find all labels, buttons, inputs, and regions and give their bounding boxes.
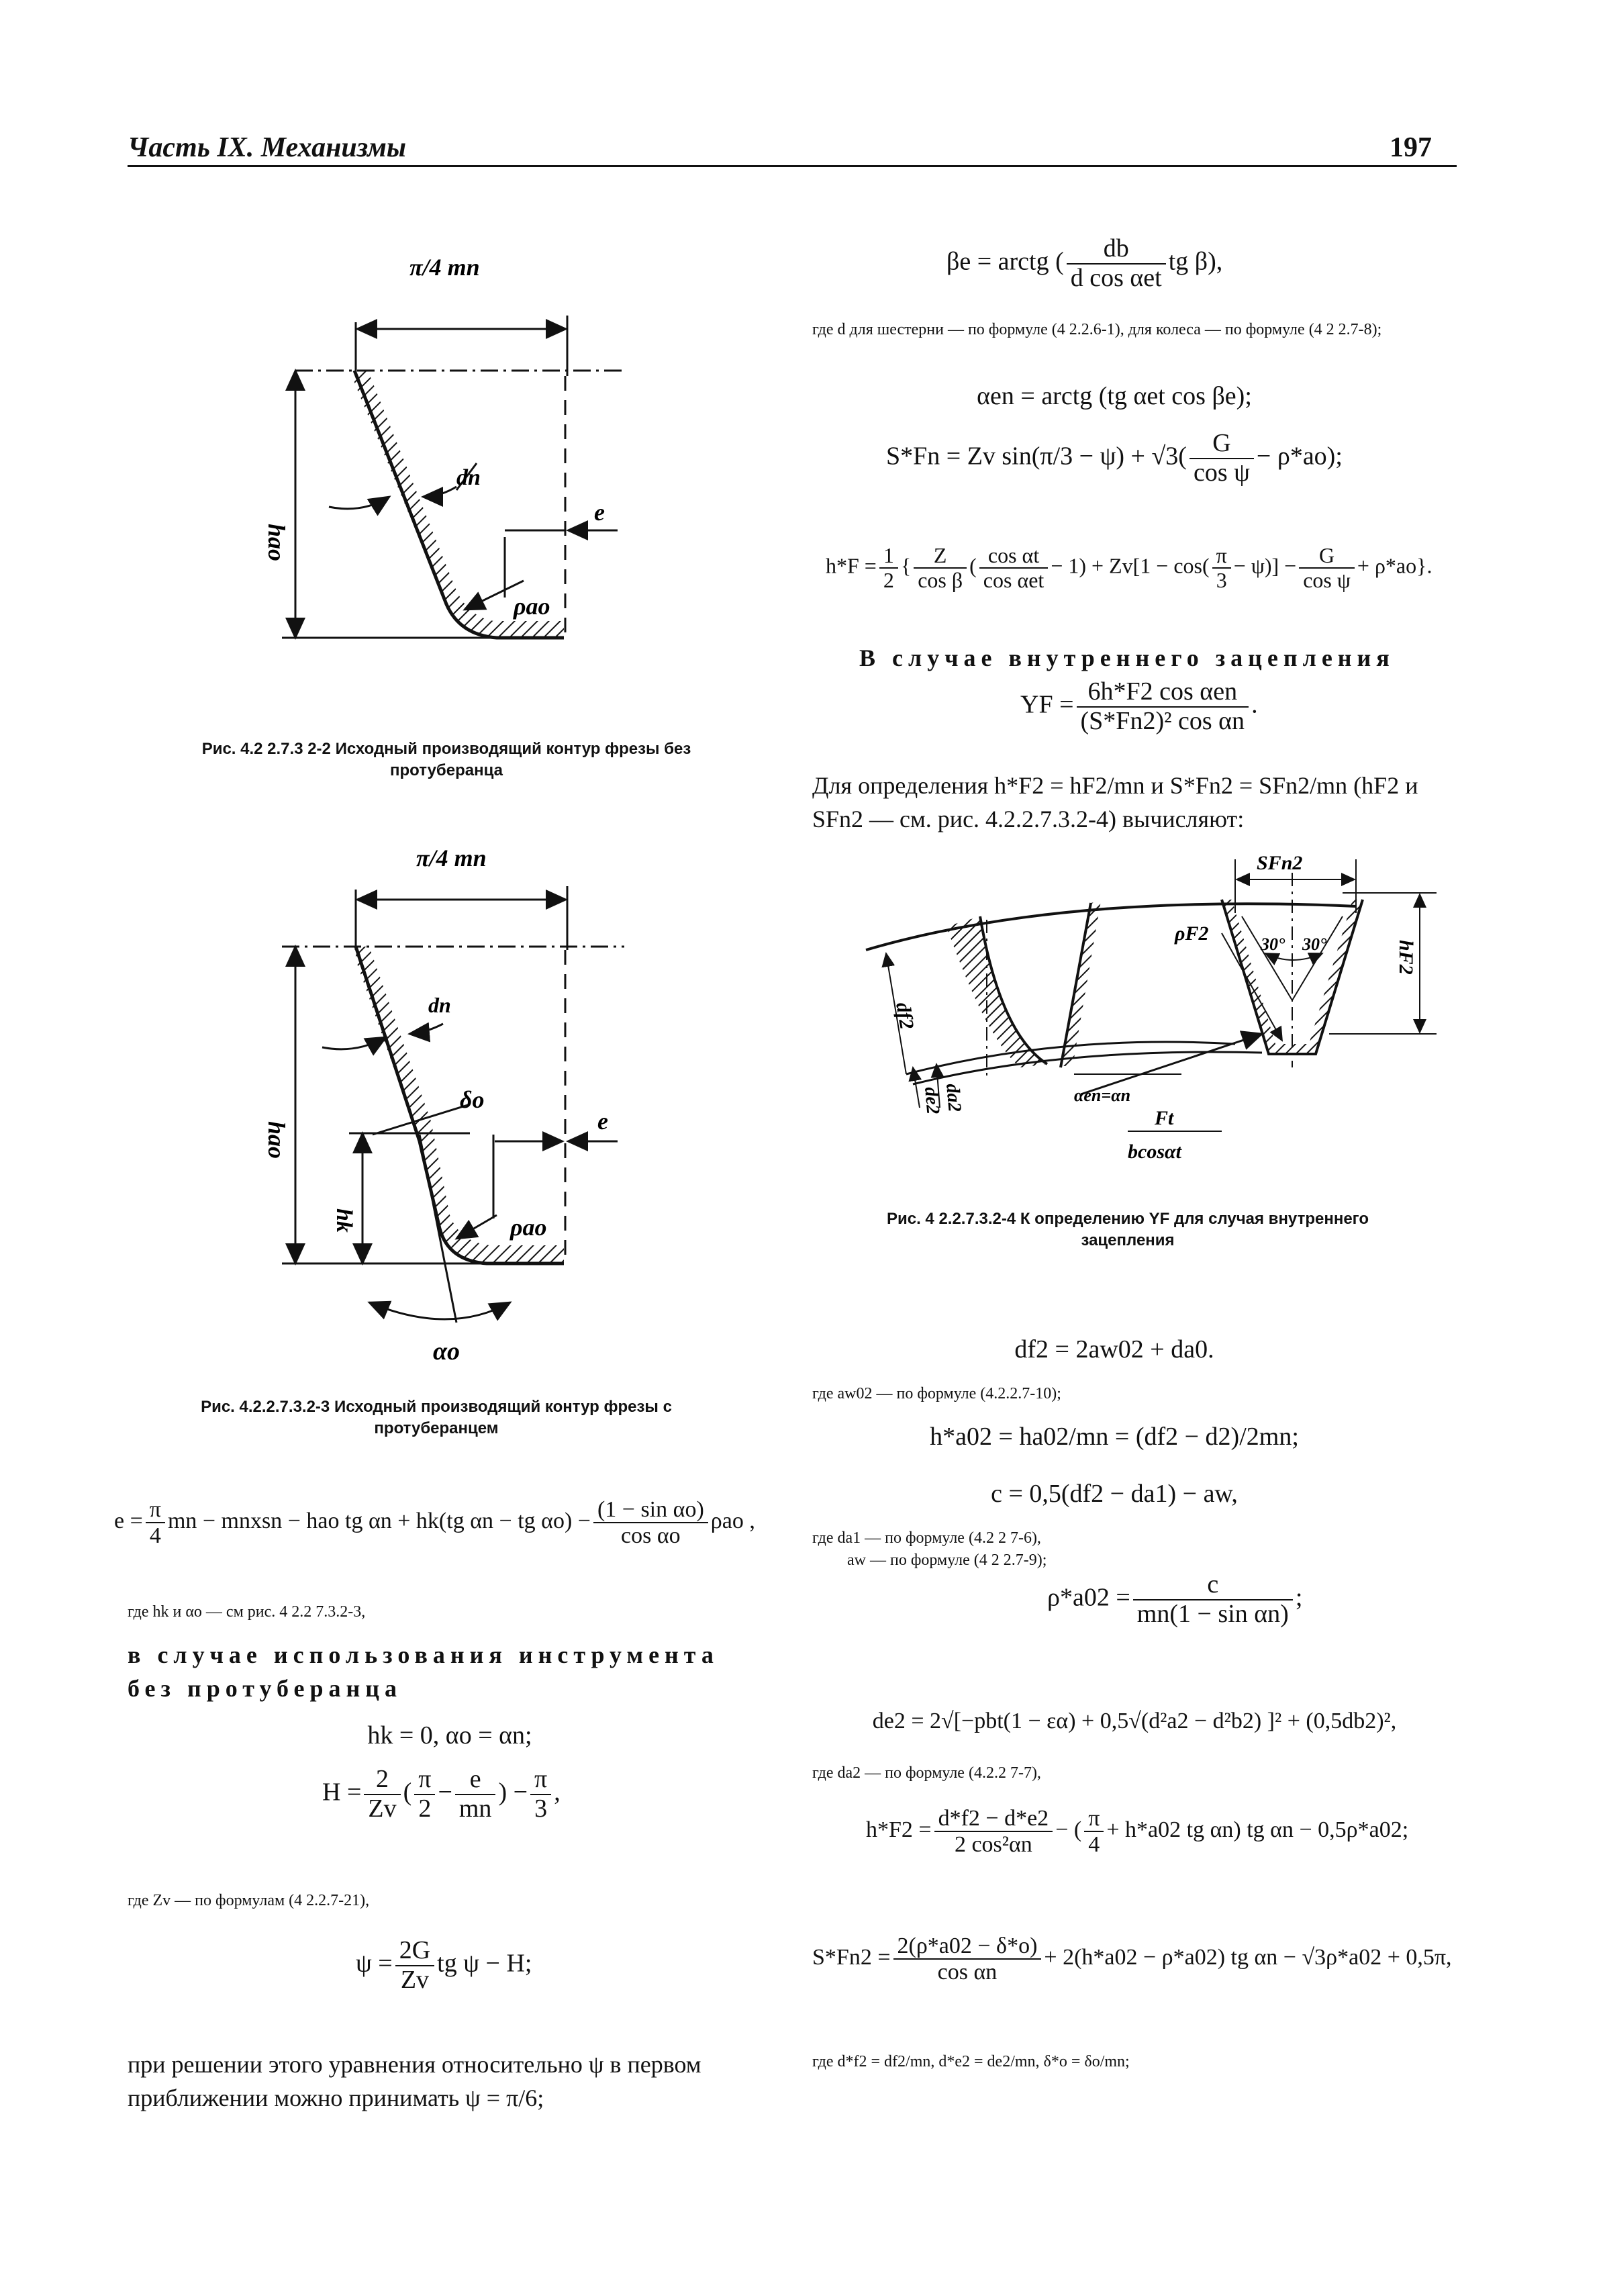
figure-4-caption: Рис. 4 2.2.7.3.2-4 К определению YF для … xyxy=(886,1210,1369,1250)
fig3-label-hao: hao xyxy=(263,1121,290,1159)
fig4-label-hf: hF2 xyxy=(1395,940,1417,975)
fig4-label-bcos: bcosαt xyxy=(1128,1141,1183,1163)
fig3-label-rho: ρao xyxy=(509,1214,547,1241)
note-dimensionless: где d*f2 = df2/mn, d*e2 = de2/mn, δ*o = … xyxy=(812,2053,1130,2070)
note-hk-alpha: где hk и αo — см рис. 4 2.2 7.3.2-3, xyxy=(128,1603,366,1621)
header-rule xyxy=(128,165,1457,167)
fig4-label-de: de2 xyxy=(920,1086,943,1115)
fig4-label-a2: 30° xyxy=(1302,935,1327,954)
paragraph-definitions: Для определения h*F2 = hF2/mn и S*Fn2 = … xyxy=(812,772,1418,833)
note-d-gear: где d для шестерни — по формуле (4 2.2.6… xyxy=(812,321,1382,338)
running-header-title: Часть IX. Механизмы xyxy=(128,132,406,163)
formula-alpha-en: αen = arctg (tg αet cos βe); xyxy=(977,382,1252,410)
fig3-label-hk: hk xyxy=(332,1208,356,1233)
fig2-label-e: e xyxy=(594,499,605,526)
note-aw02: где aw02 — по формуле (4.2.2.7-10); xyxy=(812,1385,1061,1402)
figure-rack-profile-with-protuberance: π/4 mn hao hk dn δo e ρao αo xyxy=(263,845,624,1366)
figure-rack-profile-no-protuberance: π/4 mn hao dn e ρao xyxy=(263,254,624,640)
paragraph-no-protuberance: в случае использования инструмента без п… xyxy=(128,1641,719,1703)
fig3-label-top: π/4 mn xyxy=(416,845,487,871)
note-da2: где da2 — по формуле (4.2.2 7-7), xyxy=(812,1764,1041,1782)
fig2-label-hao: hao xyxy=(263,524,290,561)
figure-internal-gear-tooth: 30° 30° SFn2 hF2 ρF2 df2 de2 da2 αen=αn … xyxy=(865,852,1437,1163)
fig2-label-dn: dn xyxy=(456,465,481,490)
note-da1: где da1 — по формуле (4.2 2 7-6), xyxy=(812,1529,1041,1547)
fig4-label-a1: 30° xyxy=(1260,935,1285,954)
formula-hk: hk = 0, αo = αn; xyxy=(367,1721,532,1750)
fig4-label-sfn: SFn2 xyxy=(1257,852,1302,874)
formula-de2: de2 = 2√[−pbt(1 − εα) + 0,5√(d²a2 − d²b2… xyxy=(872,1709,1397,1733)
page-number: 197 xyxy=(1390,132,1432,163)
fig4-label-da: da2 xyxy=(942,1083,965,1113)
formula-c: c = 0,5(df2 − da1) − aw, xyxy=(991,1480,1238,1508)
fig2-label-rho: ρao xyxy=(513,593,550,620)
heading-internal-gearing: В случае внутреннего зацепления xyxy=(859,644,1395,671)
fig3-label-delta: δo xyxy=(460,1086,484,1113)
fig4-label-ft: Ft xyxy=(1154,1107,1175,1129)
fig3-label-dn: dn xyxy=(428,993,451,1017)
formula-sfn2: S*Fn2 =2(ρ*a02 − δ*o)cos αn+ 2(h*a02 − ρ… xyxy=(812,1933,1452,1985)
fig4-label-rho: ρF2 xyxy=(1174,922,1208,945)
note-aw: aw — по формуле (4 2 2.7-9); xyxy=(847,1551,1047,1569)
figure-2-caption: Рис. 4.2 2.7.3 2-2 Исходный производящий… xyxy=(201,740,691,780)
fig4-label-df: df2 xyxy=(891,1000,918,1031)
fig3-label-alpha: αo xyxy=(433,1337,460,1366)
formula-yf: YF =6h*F2 cos αen(S*Fn2)² cos αn. xyxy=(1020,677,1258,735)
fig4-label-alpha: αen=αn xyxy=(1074,1086,1130,1105)
formula-ha02: h*a02 = ha02/mn = (df2 − d2)/2mn; xyxy=(930,1423,1299,1451)
note-zv: где Zv — по формулам (4 2.2.7-21), xyxy=(128,1892,370,1909)
fig3-label-e: e xyxy=(597,1108,608,1135)
fig2-label-top: π/4 mn xyxy=(409,254,480,281)
formula-df2: df2 = 2aw02 + da0. xyxy=(1014,1335,1214,1364)
paragraph-first-approximation: при решении этого уравнения относительно… xyxy=(128,2051,701,2112)
figure-3-caption: Рис. 4.2.2.7.3.2-3 Исходный производящий… xyxy=(201,1398,672,1438)
